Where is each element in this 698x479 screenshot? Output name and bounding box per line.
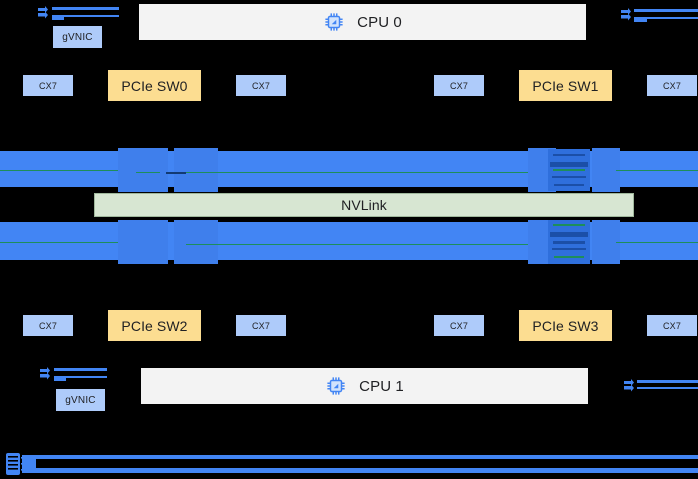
gpu-fabric-band-lower	[0, 220, 698, 264]
nvlink-hairline	[186, 172, 528, 173]
gvnic-bottom-right-link-lower	[637, 387, 698, 389]
cx7-r2-c-label: CX7	[449, 320, 469, 331]
cx7-r1-d-label: CX7	[662, 80, 682, 91]
cx7-r2-d-label: CX7	[662, 320, 682, 331]
cx7-r1-a[interactable]: CX7	[23, 75, 73, 96]
cx7-r1-b[interactable]: CX7	[236, 75, 286, 96]
gvnic-bottom-left-link-upper	[54, 368, 107, 371]
network-bus-line-lower	[22, 468, 698, 473]
pcie-sw2-label: PCIe SW2	[121, 317, 188, 334]
network-bus-line-upper	[22, 455, 698, 459]
gvnic-top-left[interactable]: gVNIC	[53, 26, 102, 48]
pcie-sw1-label: PCIe SW1	[532, 77, 599, 94]
cx7-r1-b-label: CX7	[251, 80, 271, 91]
pcie-sw0-label: PCIe SW0	[121, 77, 188, 94]
cx7-r2-a-label: CX7	[38, 320, 58, 331]
gpu-fabric-band-upper	[0, 148, 698, 192]
gpu-stack-block	[548, 220, 590, 264]
gpu-tile	[118, 220, 168, 264]
cpu-0[interactable]: CPU 0	[139, 4, 586, 40]
chip-icon	[323, 11, 345, 33]
gvnic-top-right-link-lower	[634, 17, 698, 19]
gvnic-bottom-left-label: gVNIC	[65, 394, 96, 406]
network-bus-cap	[22, 459, 36, 469]
pcie-sw3-label: PCIe SW3	[532, 317, 599, 334]
chip-icon	[325, 375, 347, 397]
cx7-r2-b[interactable]: CX7	[236, 315, 286, 336]
gpu-tile	[592, 148, 620, 192]
cx7-r2-b-label: CX7	[251, 320, 271, 331]
cx7-r2-d[interactable]: CX7	[647, 315, 697, 336]
gvnic-bottom-left-link-lower	[54, 376, 107, 378]
cpu-1[interactable]: CPU 1	[141, 368, 588, 404]
gvnic-top-left-stub	[52, 17, 64, 20]
cx7-r2-a[interactable]: CX7	[23, 315, 73, 336]
gvnic-top-left-link-upper	[52, 7, 119, 10]
pcie-sw0[interactable]: PCIe SW0	[108, 70, 201, 101]
gvnic-top-right-connector-icon	[621, 8, 637, 22]
nvlink-hairline	[136, 172, 160, 173]
cx7-r1-c-label: CX7	[449, 80, 469, 91]
gvnic-bottom-right-link-upper	[637, 380, 698, 383]
gvnic-bottom-left[interactable]: gVNIC	[56, 389, 105, 411]
cpu-0-label: CPU 0	[357, 13, 402, 31]
nvlink-hairline	[616, 170, 698, 171]
gpu-tile	[174, 148, 218, 192]
pcie-sw3[interactable]: PCIe SW3	[519, 310, 612, 341]
gvnic-top-right-link-upper	[634, 9, 698, 12]
gvnic-top-left-connector-icon	[38, 6, 54, 20]
cx7-r1-d[interactable]: CX7	[647, 75, 697, 96]
cpu-1-label: CPU 1	[359, 377, 404, 395]
pcie-sw2[interactable]: PCIe SW2	[108, 310, 201, 341]
nvlink-bar[interactable]: NVLink	[94, 193, 634, 217]
cx7-r1-c[interactable]: CX7	[434, 75, 484, 96]
gpu-tile	[592, 220, 620, 264]
gvnic-bottom-left-stub	[54, 378, 66, 381]
cx7-r2-c[interactable]: CX7	[434, 315, 484, 336]
nvlink-hairline	[0, 170, 118, 171]
nvlink-label: NVLink	[341, 197, 387, 213]
cx7-r1-a-label: CX7	[38, 80, 58, 91]
nvlink-hairline	[616, 242, 698, 243]
gpu-stack-block	[548, 149, 590, 191]
nvlink-hairline	[186, 244, 528, 245]
gvnic-top-left-label: gVNIC	[62, 31, 93, 43]
pcie-hairline	[166, 172, 186, 174]
gvnic-top-left-link-lower	[52, 15, 119, 17]
pcie-sw1[interactable]: PCIe SW1	[519, 70, 612, 101]
gvnic-bottom-left-connector-icon	[40, 367, 56, 381]
gvnic-top-right-stub	[634, 19, 647, 22]
gpu-tile	[118, 148, 168, 192]
nvlink-hairline	[0, 242, 118, 243]
gpu-tile	[174, 220, 218, 264]
gvnic-bottom-right-connector-icon	[624, 379, 640, 393]
